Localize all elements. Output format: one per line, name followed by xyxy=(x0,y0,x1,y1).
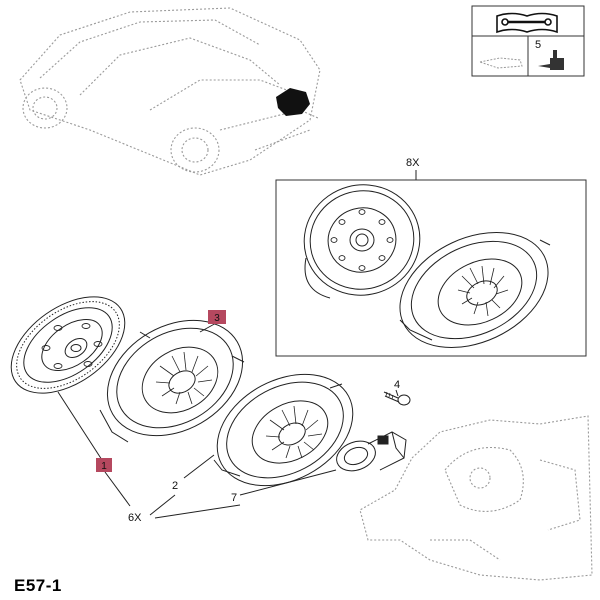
callout-4: 4 xyxy=(394,379,400,391)
tool-sketch-icon xyxy=(478,57,523,69)
svg-text:3: 3 xyxy=(214,313,220,324)
fluid-dispenser-icon xyxy=(538,50,564,70)
flywheel-drawing xyxy=(303,184,421,299)
engine-location-marker xyxy=(276,88,310,116)
gearbox-outline xyxy=(359,415,593,581)
page-code: E57-1 xyxy=(14,576,62,595)
callout-6x: 6X xyxy=(128,512,142,524)
callout-1: 1 xyxy=(96,458,112,472)
clutch-cover-drawing xyxy=(213,373,354,487)
pressure-plate-drawing xyxy=(99,319,245,443)
vehicle-outline xyxy=(19,7,321,176)
callout-badge xyxy=(208,310,226,324)
callout-3: 3 xyxy=(208,310,226,324)
callout-2: 2 xyxy=(172,480,178,492)
callout-5: 5 xyxy=(535,39,541,51)
leader-lines xyxy=(57,321,399,519)
callout-badge xyxy=(96,458,112,472)
bolt-drawing xyxy=(383,391,411,406)
clutch-disc-drawing xyxy=(10,296,126,394)
wrench-book-icon xyxy=(496,12,558,34)
svg-text:1: 1 xyxy=(101,461,107,472)
tool-reference-box: 5 xyxy=(471,5,585,77)
release-bearing-drawing xyxy=(336,431,407,472)
pressure-plate-inset-drawing xyxy=(399,231,551,349)
inset-quantity-label: 8X xyxy=(406,157,420,169)
inset-detail-box: 8X xyxy=(275,157,587,357)
callout-7: 7 xyxy=(231,492,237,504)
